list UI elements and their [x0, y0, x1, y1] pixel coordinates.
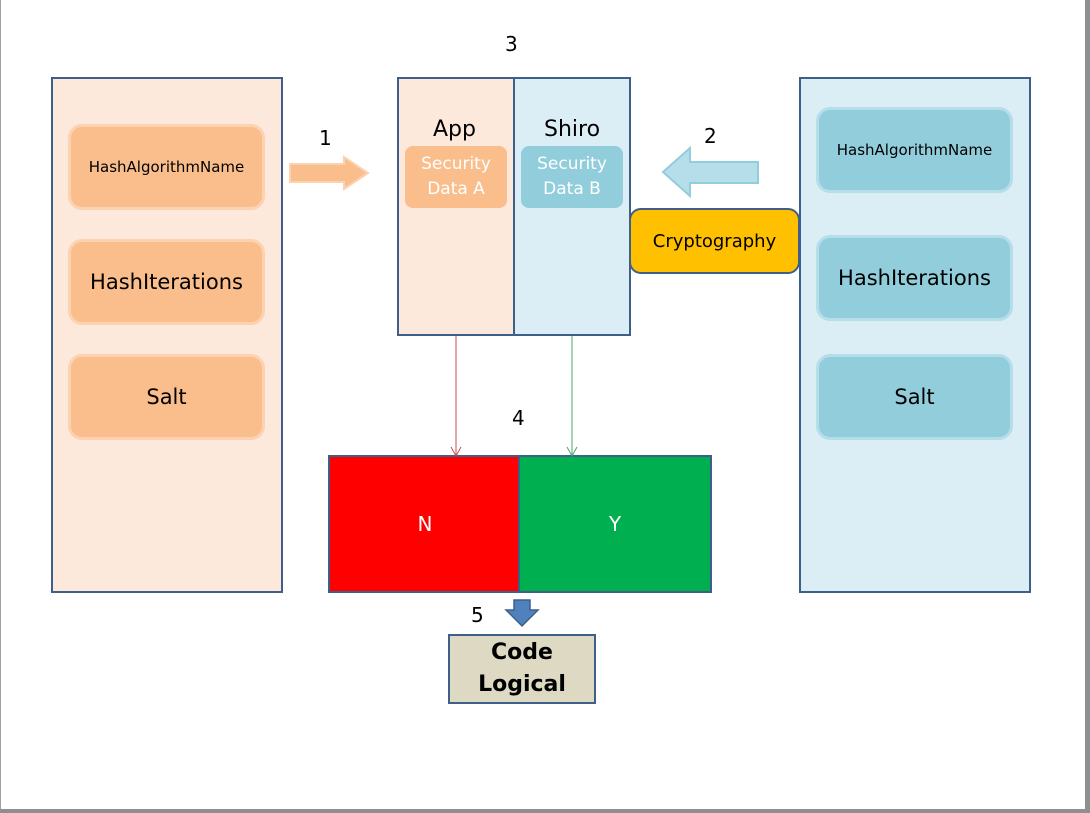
security-data-a-line2: Data A — [427, 179, 485, 199]
right-hash-iterations: HashIterations — [816, 235, 1013, 321]
frame-border-left — [0, 0, 1, 813]
shiro-title: Shiro — [544, 117, 601, 142]
step-number-5: 5 — [471, 603, 484, 627]
right-arrow-icon — [289, 155, 370, 191]
security-data-b-line1: Security — [537, 154, 607, 174]
right-hash-algorithm-name: HashAlgorithmName — [816, 107, 1013, 193]
app-to-no-arrowhead-icon — [450, 446, 462, 458]
step-number-2: 2 — [704, 124, 717, 148]
security-data-b: Security Data B — [521, 146, 623, 208]
security-data-a-line1: Security — [421, 154, 491, 174]
result-no-box: N — [328, 455, 522, 593]
result-no-label: N — [417, 512, 433, 536]
left-hash-algorithm-name: HashAlgorithmName — [68, 124, 265, 210]
code-line2: Logical — [478, 672, 566, 697]
cryptography-box: Cryptography — [629, 208, 800, 274]
left-salt: Salt — [68, 354, 265, 440]
app-title: App — [433, 117, 476, 142]
code-line1: Code — [491, 640, 553, 665]
step-number-4: 4 — [512, 406, 525, 430]
step-number-1: 1 — [319, 126, 332, 150]
code-logical-box: Code Logical — [448, 634, 596, 704]
security-data-a: Security Data A — [405, 146, 507, 208]
left-hash-iterations: HashIterations — [68, 239, 265, 325]
step-number-3: 3 — [505, 32, 518, 56]
shiro-to-yes-arrowhead-icon — [566, 446, 578, 458]
frame-border-bottom — [0, 809, 1090, 813]
down-arrow-icon — [504, 599, 540, 628]
left-arrow-icon — [661, 145, 759, 199]
security-data-b-line2: Data B — [543, 179, 601, 199]
right-salt: Salt — [816, 354, 1013, 440]
result-yes-label: Y — [608, 512, 622, 536]
result-yes-box: Y — [518, 455, 712, 593]
frame-border-right — [1085, 0, 1090, 813]
